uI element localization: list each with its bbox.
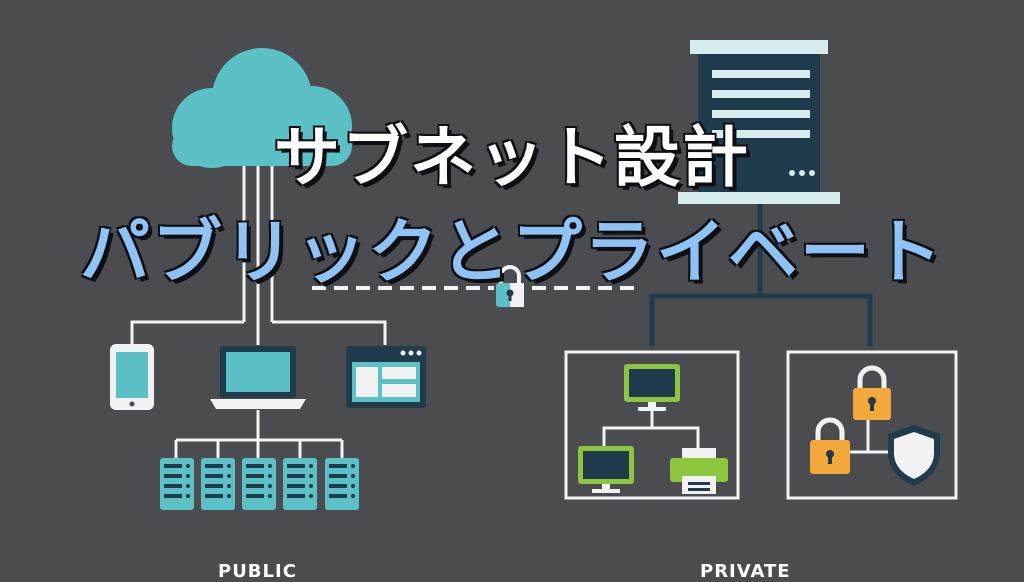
server-tree-lines [174,410,344,458]
private-section-label: PRIVATE [700,561,791,582]
cloud-connection-lines [130,166,387,345]
monitor-icon [624,364,680,411]
printer-icon [670,448,728,494]
title-line-2: パブリックとプライベート [80,211,944,293]
padlock-icon [494,265,526,307]
padlock-icon [853,365,891,420]
browser-window-icon [346,346,426,408]
rack-server-icon [201,458,235,510]
cloud-icon [172,48,352,168]
private-subnet-box-devices [564,350,740,500]
monitor-icon [578,446,634,493]
rack-server-group [160,458,359,510]
rack-server-icon [325,458,359,510]
title-line-1: サブネット設計 [274,119,750,196]
smartphone-icon [110,344,154,410]
rack-server-icon [160,458,194,510]
server-tower-icon [678,40,840,204]
rack-server-icon [283,458,317,510]
padlock-icon [810,417,850,474]
public-section-label: PUBLIC [218,561,297,582]
laptop-icon [210,346,306,409]
shield-icon [888,425,940,486]
rack-server-icon [242,458,276,510]
private-tree-lines [649,204,873,346]
private-subnet-box-security [786,350,958,500]
